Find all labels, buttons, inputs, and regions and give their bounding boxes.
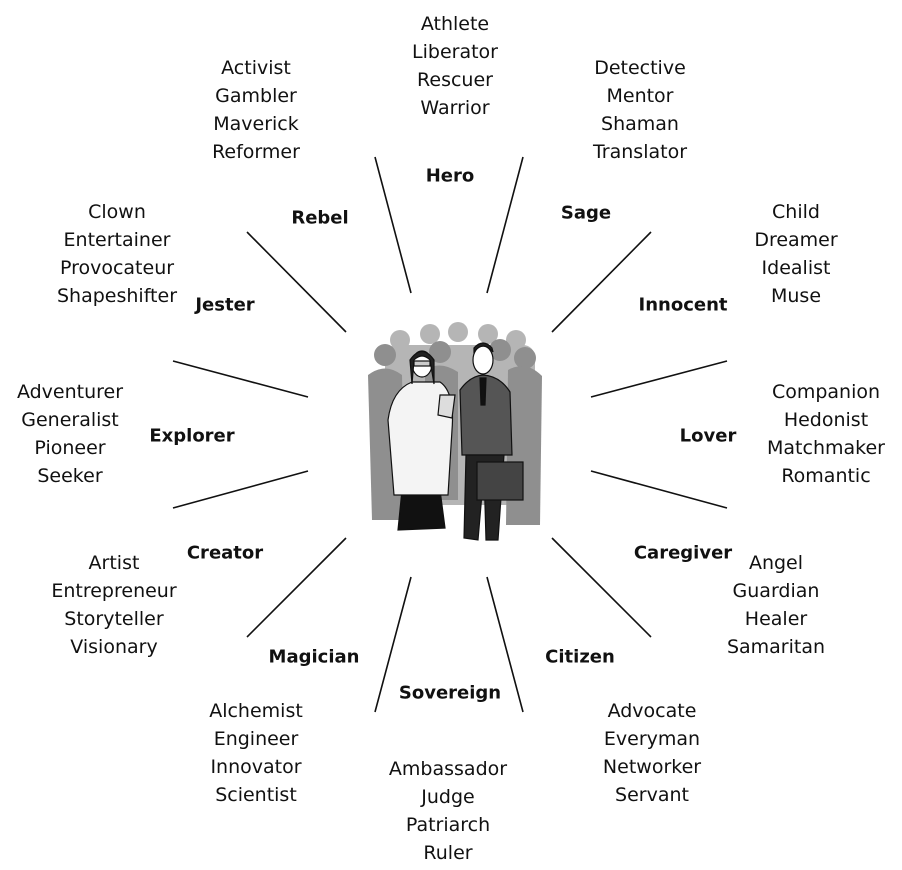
role-item: Shapeshifter xyxy=(56,285,178,307)
role-item: Generalist xyxy=(21,409,119,431)
role-item: Translator xyxy=(592,141,688,163)
role-item: Samaritan xyxy=(726,636,826,658)
role-item: Detective xyxy=(594,57,686,79)
divider-line xyxy=(374,156,412,294)
role-item: Hedonist xyxy=(783,409,869,431)
people-illustration xyxy=(368,322,542,541)
divider-line xyxy=(590,360,728,398)
role-item: Healer xyxy=(744,608,808,630)
divider-line xyxy=(246,537,347,638)
role-item: Athlete xyxy=(420,13,490,35)
lover-roles: Companion Hedonist Matchmaker Romantic xyxy=(767,378,885,490)
archetype-label-citizen: Citizen xyxy=(545,646,615,668)
archetype-label-hero: Hero xyxy=(425,165,475,187)
role-item: Entertainer xyxy=(63,229,171,251)
role-item: Scientist xyxy=(215,784,297,806)
role-item: Adventurer xyxy=(16,381,124,403)
role-item: Reformer xyxy=(212,141,300,163)
role-item: Dreamer xyxy=(754,229,838,251)
archetype-label-innocent: Innocent xyxy=(638,294,728,316)
role-item: Mentor xyxy=(606,85,674,107)
archetype-label-rebel: Rebel xyxy=(291,207,349,229)
archetype-label-caregiver: Caregiver xyxy=(633,542,733,564)
rebel-roles: Activist Gambler Maverick Reformer xyxy=(212,54,300,166)
archetype-label-sovereign: Sovereign xyxy=(398,682,502,704)
divider-line xyxy=(486,156,524,294)
archetype-label-jester: Jester xyxy=(195,294,255,316)
archetype-label-magician: Magician xyxy=(268,646,360,668)
divider-line xyxy=(551,537,652,638)
role-item: Artist xyxy=(88,552,140,574)
jester-roles: Clown Entertainer Provocateur Shapeshift… xyxy=(57,198,177,310)
hero-roles: Athlete Liberator Rescuer Warrior xyxy=(412,10,498,122)
sovereign-roles: Ambassador Judge Patriarch Ruler xyxy=(389,755,507,867)
archetype-label-explorer: Explorer xyxy=(149,425,235,447)
role-item: Servant xyxy=(615,784,689,806)
role-item: Companion xyxy=(771,381,881,403)
role-item: Liberator xyxy=(412,41,498,63)
caregiver-roles: Angel Guardian Healer Samaritan xyxy=(727,549,825,661)
divider-line xyxy=(590,470,728,509)
role-item: Innovator xyxy=(210,756,302,778)
role-item: Romantic xyxy=(781,465,871,487)
divider-line xyxy=(172,360,309,398)
role-item: Seeker xyxy=(37,465,103,487)
divider-line xyxy=(172,470,309,509)
role-item: Gambler xyxy=(215,85,297,107)
role-item: Matchmaker xyxy=(767,437,885,459)
archetype-label-creator: Creator xyxy=(186,542,264,564)
divider-line xyxy=(486,576,524,713)
divider-line xyxy=(374,576,412,713)
role-item: Idealist xyxy=(761,257,831,279)
role-item: Ambassador xyxy=(388,758,508,780)
role-item: Patriarch xyxy=(405,814,491,836)
role-item: Visionary xyxy=(70,636,158,658)
divider-line xyxy=(246,231,347,333)
role-item: Advocate xyxy=(607,700,697,722)
role-item: Networker xyxy=(602,756,702,778)
archetype-label-lover: Lover xyxy=(679,425,737,447)
role-item: Pioneer xyxy=(34,437,106,459)
role-item: Storyteller xyxy=(64,608,164,630)
explorer-roles: Adventurer Generalist Pioneer Seeker xyxy=(17,378,123,490)
divider-line xyxy=(551,231,652,333)
magician-roles: Alchemist Engineer Innovator Scientist xyxy=(209,697,303,809)
role-item: Ruler xyxy=(423,842,473,864)
role-item: Activist xyxy=(221,57,291,79)
role-item: Rescuer xyxy=(417,69,493,91)
role-item: Child xyxy=(772,201,820,223)
role-item: Maverick xyxy=(213,113,299,135)
role-item: Entrepreneur xyxy=(51,580,177,602)
archetype-label-sage: Sage xyxy=(560,202,612,224)
role-item: Angel xyxy=(748,552,804,574)
role-item: Engineer xyxy=(213,728,299,750)
role-item: Warrior xyxy=(420,97,490,119)
role-item: Muse xyxy=(770,285,822,307)
role-item: Provocateur xyxy=(59,257,175,279)
creator-roles: Artist Entrepreneur Storyteller Visionar… xyxy=(51,549,176,661)
innocent-roles: Child Dreamer Idealist Muse xyxy=(754,198,837,310)
role-item: Alchemist xyxy=(209,700,303,722)
role-item: Guardian xyxy=(732,580,820,602)
role-item: Clown xyxy=(88,201,146,223)
role-item: Judge xyxy=(421,786,475,808)
role-item: Everyman xyxy=(603,728,701,750)
citizen-roles: Advocate Everyman Networker Servant xyxy=(603,697,701,809)
sage-roles: Detective Mentor Shaman Translator xyxy=(593,54,687,166)
role-item: Shaman xyxy=(601,113,679,135)
